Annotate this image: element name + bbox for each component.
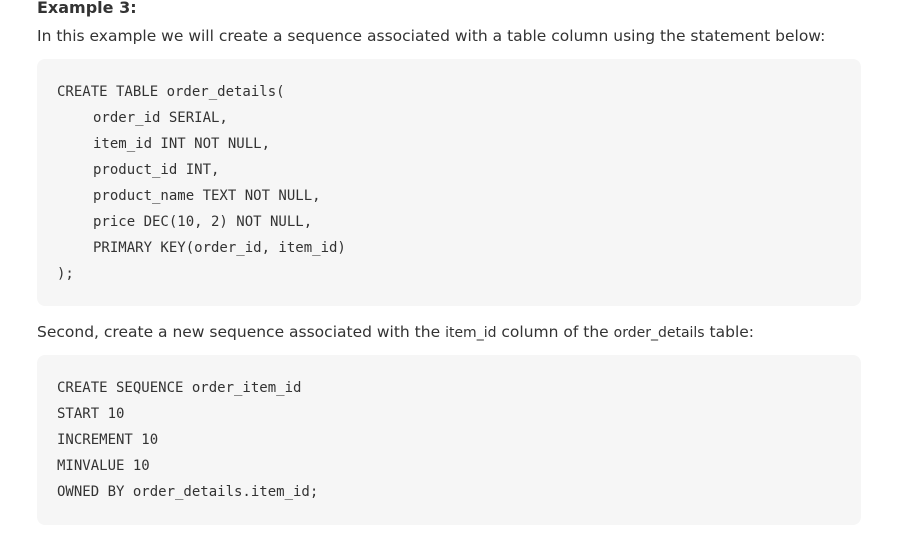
code-block-create-table[interactable]: CREATE TABLE order_details( order_id SER… bbox=[37, 59, 861, 306]
code-line: OWNED BY order_details.item_id; bbox=[57, 484, 319, 500]
inline-code-order-details: order_details bbox=[613, 325, 705, 341]
code-line: INCREMENT 10 bbox=[57, 432, 159, 448]
code-line: CREATE SEQUENCE order_item_id bbox=[57, 380, 302, 396]
intro-paragraph: In this example we will create a sequenc… bbox=[37, 27, 826, 45]
second-middle: column of the bbox=[496, 323, 614, 341]
code-line: product_name TEXT NOT NULL, bbox=[93, 188, 321, 204]
second-prefix: Second, create a new sequence associated… bbox=[37, 323, 446, 341]
code-line: START 10 bbox=[57, 406, 125, 422]
code-line: product_id INT, bbox=[93, 162, 220, 178]
code-line: MINVALUE 10 bbox=[57, 458, 150, 474]
second-suffix: table: bbox=[704, 323, 755, 341]
example-heading: Example 3: bbox=[37, 0, 137, 17]
code-line: price DEC(10, 2) NOT NULL, bbox=[93, 214, 313, 230]
code-line: ); bbox=[57, 266, 74, 282]
code-line: order_id SERIAL, bbox=[93, 110, 228, 126]
inline-code-item-id: item_id bbox=[445, 325, 497, 341]
code-line: CREATE TABLE order_details( bbox=[57, 84, 285, 100]
code-line: item_id INT NOT NULL, bbox=[93, 136, 271, 152]
code-line: PRIMARY KEY(order_id, item_id) bbox=[93, 240, 346, 256]
code-block-create-sequence[interactable]: CREATE SEQUENCE order_item_id START 10 I… bbox=[37, 355, 861, 525]
second-paragraph: Second, create a new sequence associated… bbox=[37, 321, 754, 344]
